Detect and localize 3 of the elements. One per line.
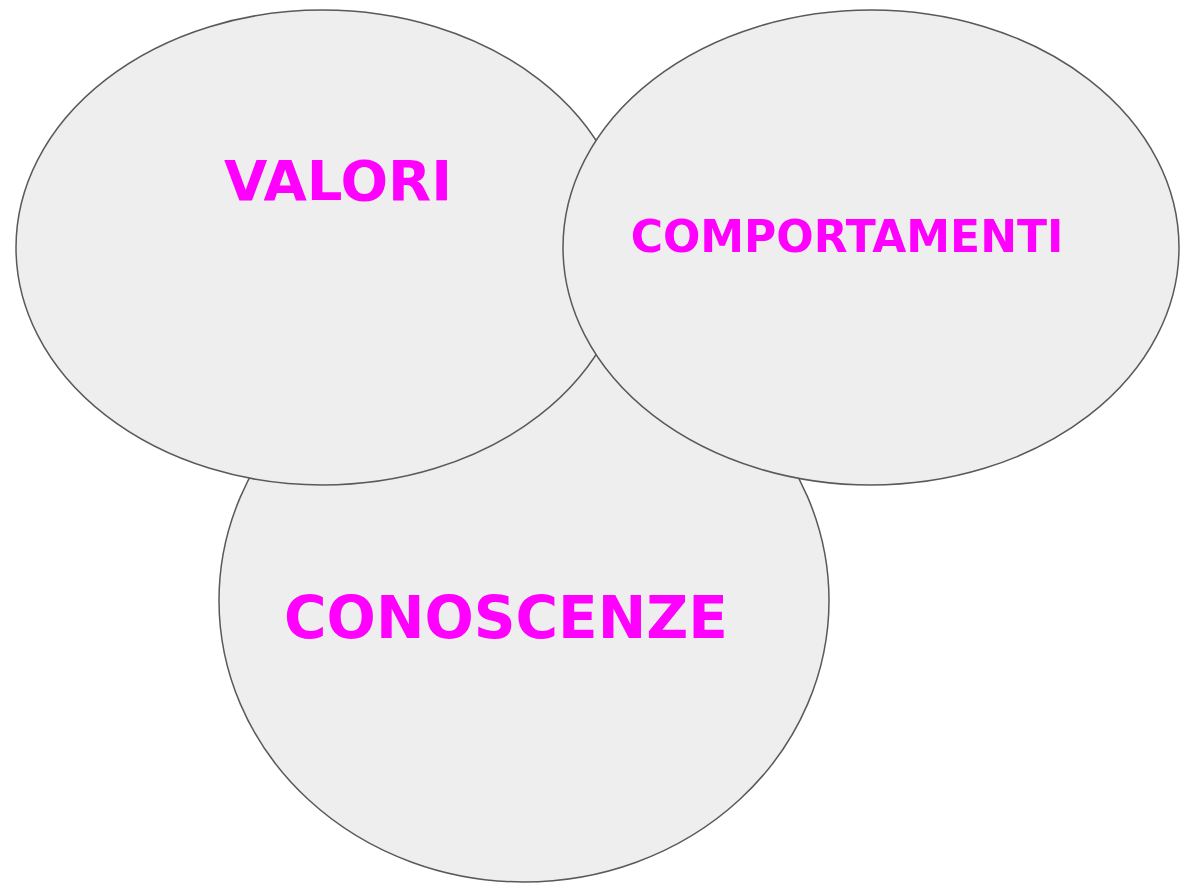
ellipse-label: VALORI	[223, 153, 453, 209]
ellipse-label: COMPORTAMENTI	[630, 215, 1064, 259]
ellipse-label: CONOSCENZE	[284, 589, 728, 647]
